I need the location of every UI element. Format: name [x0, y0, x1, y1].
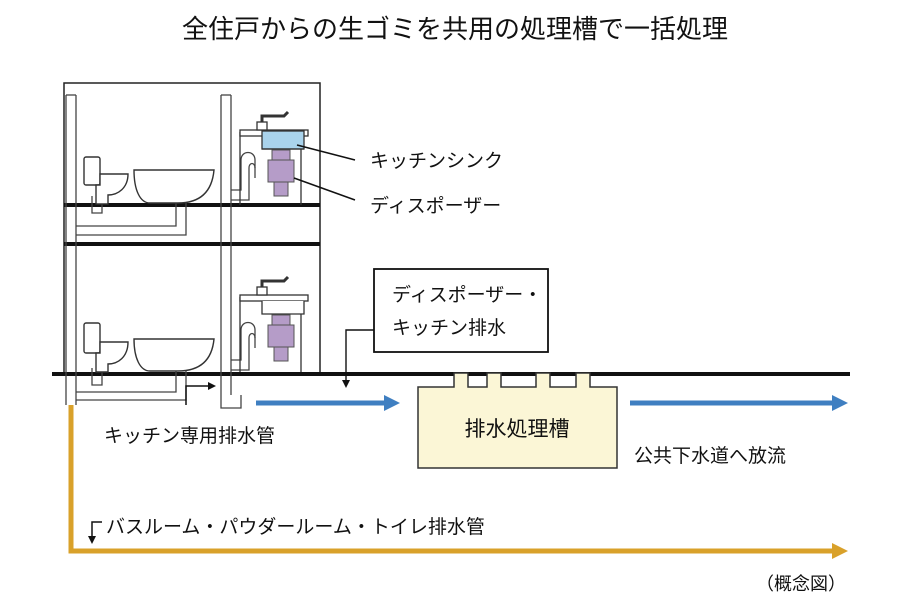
callout-pointer [345, 329, 374, 382]
disposer-leader [293, 177, 356, 201]
disposer-label: ディスポーザー [370, 195, 501, 217]
discharge-flow-arrowhead [832, 395, 848, 411]
kitchen-sink-lower [239, 275, 309, 372]
kitchen-flow-arrowhead [384, 395, 400, 411]
callout-pointer-arrowhead [342, 380, 350, 388]
concept-note: （概念図） [756, 573, 846, 595]
floor-slabs [64, 203, 320, 246]
bathtub-lower [133, 338, 215, 372]
kitchen-pipe-bracket-arrowhead [208, 382, 216, 390]
callout-box [373, 268, 549, 353]
kitchen-drain-stack [220, 94, 256, 409]
bath-flow-line [68, 405, 834, 554]
discharge-label: 公共下水道へ放流 [634, 445, 786, 467]
toilet-upper [83, 156, 129, 205]
callout-line-2: キッチン排水 [392, 317, 506, 339]
bath-pipe-label: バスルーム・パウダールーム・トイレ排水管 [106, 516, 485, 538]
kitchen-sink-leader [296, 144, 356, 161]
kitchen-sink-label: キッチンシンク [370, 150, 503, 172]
kitchen-pipe-bracket [185, 385, 210, 405]
toilet-lower [83, 322, 129, 373]
tank-label: 排水処理槽 [465, 417, 570, 441]
bath-pipe-bracket-arrowhead [88, 536, 96, 544]
disposer-lower [267, 314, 295, 362]
diagram-title: 全住戸からの生ゴミを共用の処理槽で一括処理 [182, 15, 728, 45]
kitchen-sink-upper [239, 110, 309, 205]
treatment-tank [417, 372, 618, 469]
kitchen-pipe-label: キッチン専用排水管 [104, 425, 275, 447]
bath-pipe-bracket [91, 521, 102, 538]
callout-line-1: ディスポーザー・ [392, 284, 542, 306]
bathtub-upper [133, 169, 215, 204]
bath-flow-arrowhead [832, 543, 848, 559]
disposer-upper [267, 149, 295, 197]
